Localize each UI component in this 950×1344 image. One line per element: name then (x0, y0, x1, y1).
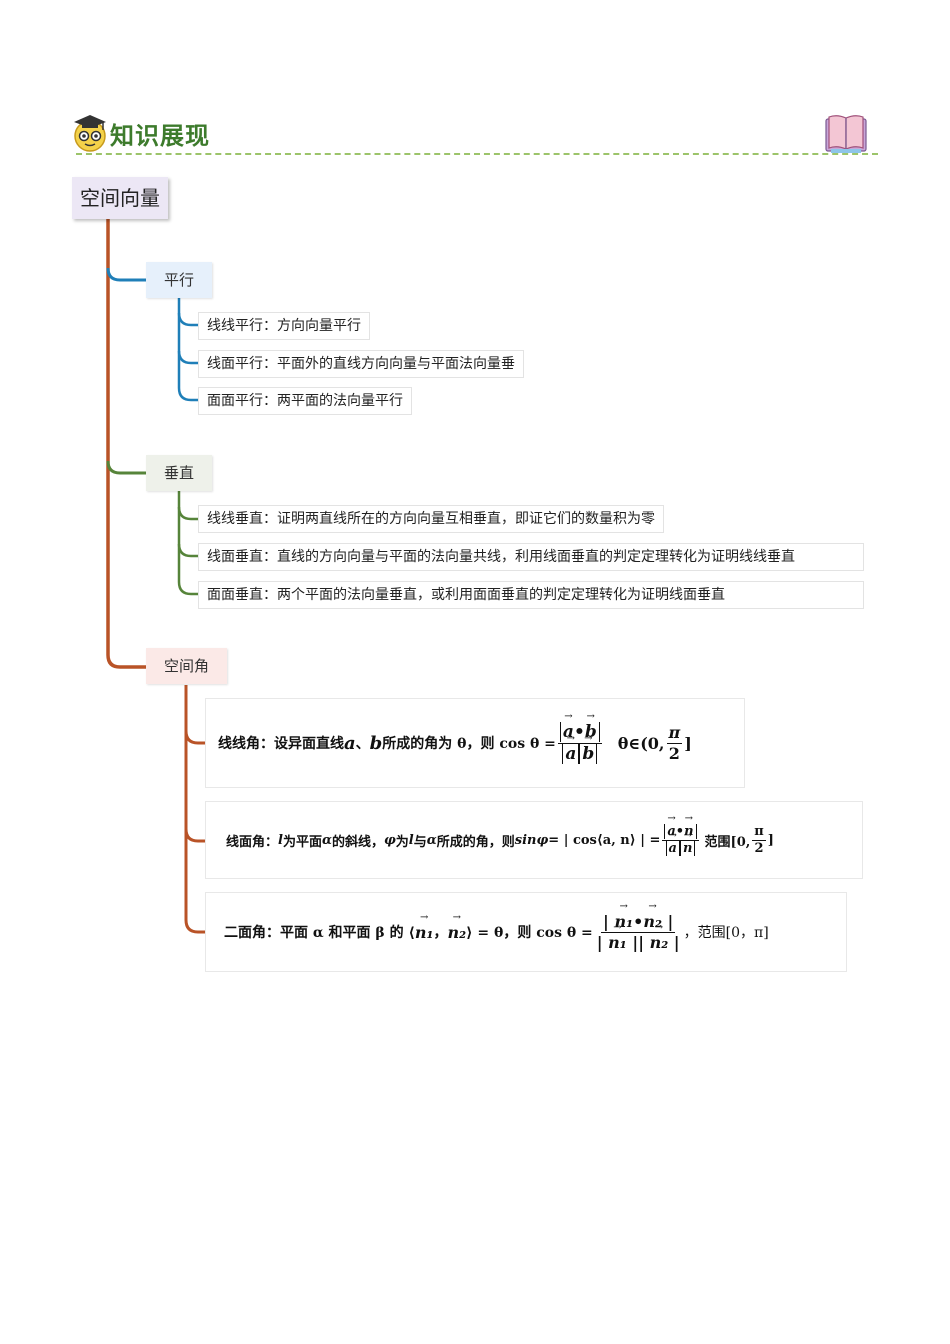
leaf-dihedral-angle: 二面角：平面 α 和平面 β 的 ⟨ n₁ ， n₂ ⟩ = θ，则 cos θ… (205, 892, 847, 972)
branch-perpendicular: 垂直 (146, 455, 212, 491)
var-b: b (369, 732, 383, 754)
leaf-line-line-parallel: 线线平行：方向向量平行 (198, 312, 370, 340)
lp-t1: 为平面 (282, 834, 322, 850)
leaf-line-plane-parallel: 线面平行：平面外的直线方向向量与平面法向量垂 (198, 350, 524, 378)
range-num: π (666, 723, 683, 744)
leaf-plane-plane-parallel: 面面平行：两平面的法向量平行 (198, 387, 412, 415)
range-den: 2 (668, 743, 680, 763)
da-range: ，范围[0，π] (683, 925, 769, 941)
lp-t4: 与 (413, 834, 427, 850)
line-angle-prefix: 线线角：设异面直线 (218, 736, 344, 752)
leaf-line-line-perpendicular: 线线垂直：证明两直线所在的方向向量互相垂直，即证它们的数量积为零 (198, 505, 664, 533)
lp-range-fraction: π 2 (752, 824, 766, 856)
var-alpha-2: α (426, 832, 437, 848)
range-text: θ∈(0, (617, 733, 665, 753)
frac-den-n2: n₂ (650, 933, 669, 952)
var-l-2: l (408, 832, 414, 848)
frac-den-n1: n₁ (608, 933, 627, 952)
var-phi: φ (384, 832, 396, 848)
header-divider (76, 153, 878, 155)
lp-range-num: π (752, 823, 766, 841)
var-l: l (278, 832, 283, 848)
sin-fraction: a•n an (662, 823, 699, 856)
lp-t5: 所成的角，则 (436, 834, 515, 850)
lp-range-den: 2 (754, 840, 764, 856)
cos-fraction: a•b ab (557, 722, 602, 764)
lp-range: 范围[0, (704, 834, 751, 850)
lp-range-end: ] (767, 832, 774, 848)
sep: 、 (355, 736, 370, 752)
leaf-line-plane-angle: 线面角： l 为平面 α 的斜线， φ 为 l 与 α 所成的角，则 sinφ … (205, 801, 863, 879)
lp-t2: 的斜线， (332, 834, 385, 850)
leaf-line-plane-perpendicular: 线面垂直：直线的方向向量与平面的法向量共线，利用线面垂直的判定定理转化为证明线线… (198, 543, 864, 571)
scholar-mascot-icon (72, 112, 108, 156)
da-prefix: 二面角：平面 α 和平面 β 的 ⟨ (224, 925, 415, 941)
root-node: 空间向量 (72, 177, 168, 219)
var-a: a (344, 732, 356, 754)
vec-n1: n₁ (415, 923, 434, 942)
lp-prefix: 线面角： (226, 834, 279, 850)
vec-n2: n₂ (447, 923, 466, 942)
lp-eq1: = | cos⟨a, n⟩ | = (548, 832, 661, 848)
branch-spatial-angle: 空间角 (146, 648, 227, 684)
line-angle-mid: 所成的角为 θ，则 cos θ = (382, 736, 556, 752)
branch-parallel: 平行 (146, 262, 212, 298)
range-fraction: π 2 (666, 723, 683, 763)
da-close: ⟩ = θ，则 cos θ = (466, 925, 593, 941)
sin-phi: sinφ (514, 832, 549, 848)
var-alpha: α (321, 832, 332, 848)
lp-t3: 为 (395, 834, 409, 850)
leaf-line-line-angle: 线线角：设异面直线 a 、 b 所成的角为 θ，则 cos θ = a•b ab… (205, 698, 745, 788)
section-title: 知识展现 (110, 122, 210, 150)
cos-dihedral-fraction: | n₁•n₂ | | n₁ || n₂ | (595, 912, 682, 951)
leaf-plane-plane-perpendicular: 面面垂直：两个平面的法向量垂直，或利用面面垂直的判定定理转化为证明线面垂直 (198, 581, 864, 609)
book-icon (823, 113, 869, 159)
range-end: ] (684, 733, 692, 753)
da-comma: ， (433, 925, 448, 941)
